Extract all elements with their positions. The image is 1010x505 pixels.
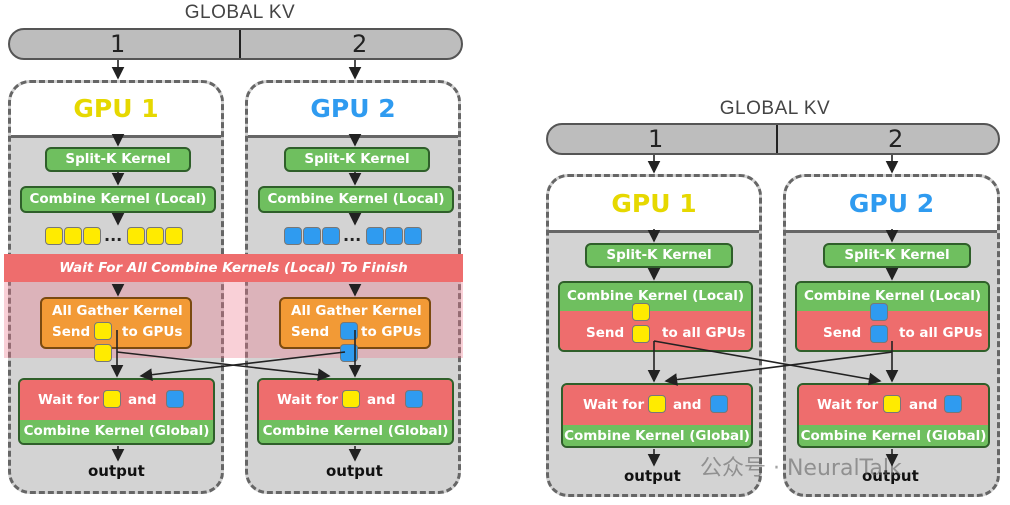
left-gpu2-partial-block <box>303 227 321 245</box>
left-wait-band: Wait For All Combine Kernels (Local) To … <box>4 254 463 282</box>
left-global-kv-label: GLOBAL KV <box>184 2 296 23</box>
left-gpu1-split-k-kernel: Split-K Kernel <box>45 147 191 172</box>
left-gpu2-combine-global: Combine Kernel (Global) <box>259 420 452 443</box>
right-gpu1-to-all-gpus-label: to all GPUs <box>662 325 746 341</box>
right-gpu2-to-all-gpus-label: to all GPUs <box>899 325 983 341</box>
left-gpu1-all-gather-kernel: All Gather Kernel Send to GPUs <box>40 297 192 349</box>
left-gpu1-partial-block <box>64 227 82 245</box>
right-gpu2-local-block <box>870 303 888 321</box>
left-gpu1-partial-block <box>45 227 63 245</box>
right-gpu1-wait-yellow-block <box>648 395 666 413</box>
left-gpu2-send-block <box>340 322 358 340</box>
right-gpu1-output: output <box>624 467 681 485</box>
right-gpu2-send-block <box>870 325 888 343</box>
right-gpu2-title: GPU 2 <box>786 177 997 233</box>
right-gpu1-split-k-kernel: Split-K Kernel <box>585 243 733 268</box>
left-gpu2-ellipsis: ... <box>343 226 362 245</box>
left-gpu2-combine-local: Combine Kernel (Local) <box>258 186 454 213</box>
left-gpu2-partial-block <box>284 227 302 245</box>
right-gpu1-combine-global: Combine Kernel (Global) <box>563 425 751 446</box>
left-gpu1-title: GPU 1 <box>11 83 221 138</box>
right-gpu1-local-block <box>632 303 650 321</box>
right-gpu1-title: GPU 1 <box>549 177 759 233</box>
left-gpu2-wait-yellow-block <box>342 390 360 408</box>
right-gpu2-wait-yellow-block <box>883 395 901 413</box>
left-gpu2-all-gather-title: All Gather Kernel <box>291 303 422 319</box>
left-gpu2-wait-label: Wait for <box>277 392 339 408</box>
left-gpu1-output: output <box>88 462 145 480</box>
left-gpu1-send-label: Send <box>52 324 91 340</box>
right-gpu2-wait-blue-block <box>944 395 962 413</box>
left-gpu1-partial-block <box>146 227 164 245</box>
left-gpu2-partial-block <box>366 227 384 245</box>
right-gpu2-output: output <box>862 467 919 485</box>
left-gpu1-send-block-copy <box>94 344 112 362</box>
right-gpu1-combine-send-group: Combine Kernel (Local) Send to all GPUs <box>558 281 753 352</box>
right-gpu2-send-label: Send <box>823 325 862 341</box>
right-kv-part-1: 1 <box>648 125 664 153</box>
left-gpu2-to-gpus-label: to GPUs <box>361 324 422 340</box>
right-gpu2-combine-global: Combine Kernel (Global) <box>799 425 988 446</box>
left-gpu1-partial-block <box>83 227 101 245</box>
right-gpu2-and-label: and <box>909 397 938 413</box>
left-gpu1-all-gather-title: All Gather Kernel <box>52 303 183 319</box>
left-gpu1-and-label: and <box>128 392 157 408</box>
right-gpu1-wait-label: Wait for <box>583 397 645 413</box>
left-gpu1-wait-blue-block <box>166 390 184 408</box>
left-gpu2-partial-block <box>404 227 422 245</box>
left-gpu2-partial-block <box>322 227 340 245</box>
left-gpu2-partial-block <box>385 227 403 245</box>
right-global-kv-label: GLOBAL KV <box>719 98 831 119</box>
right-gpu1-send-label: Send <box>586 325 625 341</box>
left-gpu1-wait-label: Wait for <box>38 392 100 408</box>
right-gpu2-combine-local: Combine Kernel (Local) <box>797 283 988 311</box>
left-gpu1-partial-block <box>127 227 145 245</box>
left-gpu2-output: output <box>326 462 383 480</box>
right-global-kv-bar: 1 2 <box>546 123 1000 155</box>
left-gpu2-split-k-kernel: Split-K Kernel <box>284 147 430 172</box>
left-gpu1-to-gpus-label: to GPUs <box>122 324 183 340</box>
left-gpu1-partial-block <box>165 227 183 245</box>
left-global-kv-bar: 1 2 <box>8 28 463 60</box>
left-kv-part-1: 1 <box>110 30 126 58</box>
right-gpu1-wait-blue-block <box>710 395 728 413</box>
left-gpu1-send-block <box>94 322 112 340</box>
left-kv-part-2: 2 <box>352 30 368 58</box>
left-gpu2-wait-blue-block <box>405 390 423 408</box>
left-gpu1-combine-local: Combine Kernel (Local) <box>20 186 216 213</box>
left-gpu2-and-label: and <box>367 392 396 408</box>
left-gpu1-wait-yellow-block <box>103 390 121 408</box>
watermark-text: 公众号 · NeuralTalk <box>700 456 902 481</box>
right-gpu2-wait-label: Wait for <box>817 397 879 413</box>
left-gpu1-combine-global: Combine Kernel (Global) <box>20 420 213 443</box>
left-gpu2-send-label: Send <box>291 324 330 340</box>
left-gpu1-ellipsis: ... <box>104 226 123 245</box>
right-gpu1-send-band: Send to all GPUs <box>560 311 751 350</box>
right-gpu2-split-k-kernel: Split-K Kernel <box>823 243 971 268</box>
right-gpu1-and-label: and <box>673 397 702 413</box>
right-gpu1-send-block <box>632 325 650 343</box>
right-kv-part-2: 2 <box>888 125 904 153</box>
right-gpu1-combine-local: Combine Kernel (Local) <box>560 283 751 311</box>
